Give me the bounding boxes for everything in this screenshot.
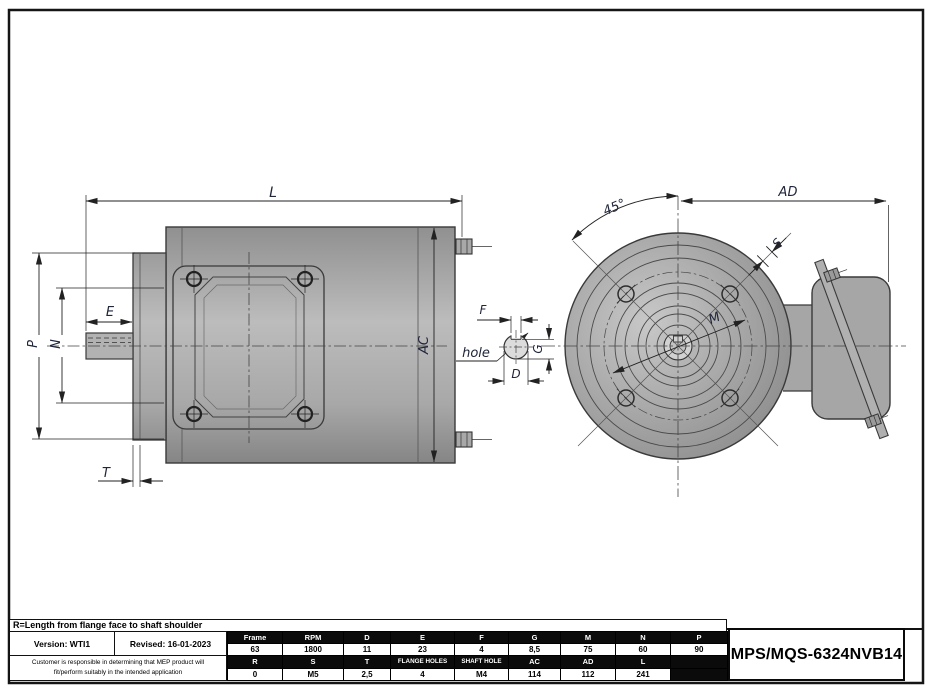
- spec-cell: 90: [670, 643, 728, 657]
- dim-label-N: N: [49, 339, 64, 349]
- spec-cell: SHAFT HOLE: [454, 655, 509, 669]
- version-box: Version: WTI1: [9, 631, 115, 656]
- spec-cell: 75: [560, 643, 616, 657]
- dim-label-M: M: [707, 310, 723, 328]
- spec-cell: G: [508, 630, 561, 645]
- spec-header-row-2: R S T FLANGE HOLES SHAFT HOLE AC AD L: [227, 655, 728, 669]
- cover-bolt-bottom: [864, 413, 889, 429]
- spec-cell: M4: [454, 667, 509, 681]
- side-view: [47, 226, 492, 464]
- version-label: Version: WTI1: [33, 638, 91, 649]
- dim-E: E: [85, 305, 133, 326]
- dim-P: P: [26, 252, 164, 440]
- spec-cell: E: [390, 630, 455, 645]
- spec-cell: M5: [282, 667, 344, 681]
- part-number: MPS/MQS-6324NVB14: [730, 645, 903, 663]
- spec-cell: FLANGE HOLES: [390, 655, 455, 669]
- dim-label-F: F: [480, 303, 488, 317]
- spec-cell: F: [454, 630, 509, 645]
- dim-label-E: E: [106, 305, 115, 320]
- spec-cell: 4: [390, 667, 455, 681]
- note-text: R=Length from flange face to shaft shoul…: [13, 620, 203, 630]
- spec-cell: 60: [615, 643, 671, 657]
- spec-cell: [670, 667, 728, 681]
- spec-cell: 114: [508, 667, 561, 681]
- spec-cell: [670, 655, 728, 669]
- spec-cell: M: [560, 630, 616, 645]
- dim-M: M: [612, 310, 746, 374]
- dim-G: G: [518, 324, 554, 374]
- spec-cell: 11: [343, 643, 391, 657]
- spec-cell: P: [670, 630, 728, 645]
- dim-S: S: [748, 235, 787, 276]
- spec-cell: 1800: [282, 643, 344, 657]
- spec-value-row-1: 63 1800 11 23 4 8,5 75 60 90: [227, 643, 728, 657]
- spec-cell: R: [227, 655, 283, 669]
- front-view: [541, 196, 906, 497]
- dim-label-AC: AC: [417, 335, 432, 355]
- spec-cell: T: [343, 655, 391, 669]
- spec-value-row-2: 0 M5 2,5 4 M4 114 112 241: [227, 667, 728, 681]
- spec-cell: 241: [615, 667, 671, 681]
- dim-L: L: [85, 185, 463, 331]
- flange: [132, 252, 167, 441]
- spec-cell: 63: [227, 643, 283, 657]
- dim-label-L: L: [269, 185, 277, 201]
- dim-45deg: 45°: [571, 192, 679, 241]
- shaft-section-detail: F G D: [477, 303, 554, 385]
- spec-cell: AD: [560, 655, 616, 669]
- mounting-face: [172, 252, 325, 443]
- spec-cell: S: [282, 655, 344, 669]
- spec-cell: RPM: [282, 630, 344, 645]
- disclaimer-line-2: fit/perform suitably in the intended app…: [53, 669, 183, 676]
- spec-cell: L: [615, 655, 671, 669]
- spec-cell: 2,5: [343, 667, 391, 681]
- part-number-box: MPS/MQS-6324NVB14: [728, 628, 905, 681]
- spec-cell: 8,5: [508, 643, 561, 657]
- note-band: R=Length from flange face to shaft shoul…: [9, 619, 727, 632]
- hole-label: hole: [462, 346, 490, 361]
- revised-box: Revised: 16-01-2023: [114, 631, 227, 656]
- disclaimer-box: Customer is responsible in determining t…: [9, 655, 227, 681]
- dim-AD: AD: [680, 185, 889, 282]
- dim-AC: AC: [417, 227, 438, 463]
- revised-label: Revised: 16-01-2023: [129, 638, 212, 649]
- dim-label-T: T: [102, 466, 111, 481]
- flange-hole-icons: [616, 284, 740, 408]
- spec-cell: 112: [560, 667, 616, 681]
- dim-N: N: [49, 287, 164, 404]
- dim-D: D: [488, 351, 544, 385]
- spec-cell: Frame: [227, 630, 283, 645]
- spec-cell: D: [343, 630, 391, 645]
- dim-label-45: 45°: [601, 196, 628, 219]
- spec-cell: 23: [390, 643, 455, 657]
- dim-F: F: [477, 303, 538, 333]
- dim-label-D: D: [511, 367, 520, 381]
- rear-bolts: [455, 238, 492, 448]
- spec-cell: 4: [454, 643, 509, 657]
- dim-label-P: P: [26, 340, 41, 348]
- terminal-cover-plate: [814, 258, 889, 440]
- spec-cell: N: [615, 630, 671, 645]
- disclaimer-line-1: Customer is responsible in determining t…: [31, 658, 205, 666]
- spec-cell: 0: [227, 667, 283, 681]
- dim-label-S: S: [770, 235, 786, 251]
- dim-label-G: G: [531, 344, 545, 353]
- spec-table: Frame RPM D E F G M N P 63 1800 11 23 4 …: [227, 630, 728, 681]
- spec-cell: AC: [508, 655, 561, 669]
- cover-bolt-top: [823, 267, 848, 283]
- dim-T: T: [98, 445, 163, 487]
- drawing-frame: [7, 8, 925, 685]
- spec-header-row-1: Frame RPM D E F G M N P: [227, 630, 728, 645]
- face-bolt-icons: [180, 265, 319, 428]
- dim-label-AD: AD: [778, 185, 798, 200]
